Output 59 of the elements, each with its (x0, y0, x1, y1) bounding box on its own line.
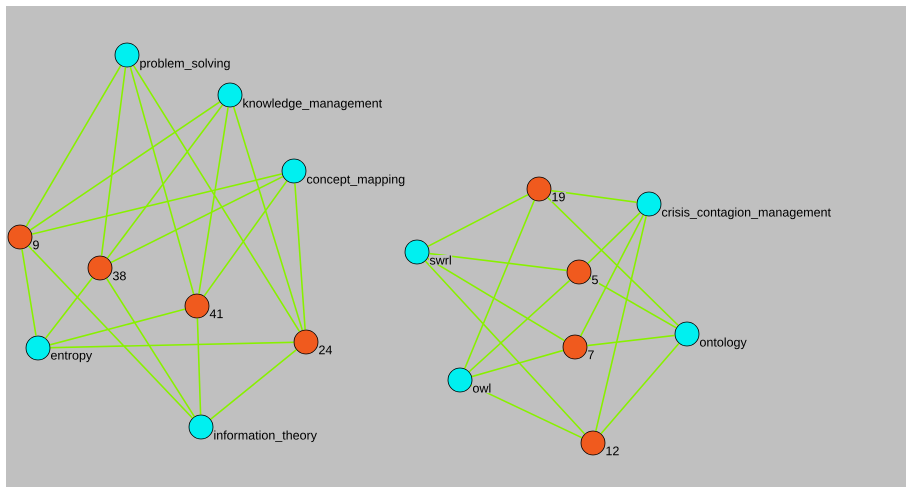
connector-line (587, 212, 641, 264)
graph-node (566, 260, 592, 284)
connector-line (28, 245, 194, 419)
connector-line (30, 101, 220, 231)
graph-node (218, 82, 242, 108)
connector-line (132, 65, 300, 332)
graph-node (282, 158, 306, 184)
node-label: concept_mapping (306, 174, 406, 187)
connector-line (204, 180, 288, 296)
graph-node (184, 294, 210, 318)
connector-line (44, 277, 94, 339)
connector-line (32, 173, 282, 235)
node-label: information_theory (212, 430, 318, 443)
connector-line (580, 214, 644, 336)
graph-node (294, 330, 318, 354)
connector-line (464, 200, 535, 369)
connector-line (595, 216, 647, 432)
graph-node (674, 322, 700, 346)
graph-node (188, 414, 214, 440)
connector-line (100, 67, 126, 256)
connector-line (106, 104, 224, 259)
connector-line (468, 280, 570, 372)
connector-line (21, 249, 37, 336)
connector-line (428, 194, 528, 248)
connector-line (547, 197, 679, 326)
graph-node (562, 334, 588, 360)
connector-line (294, 183, 306, 330)
node-label: problem_solving (138, 58, 231, 71)
connector-line (587, 334, 675, 346)
connector-line (50, 308, 186, 346)
node-label: ontology (698, 336, 748, 350)
connector-line (196, 318, 202, 415)
graph-node (114, 42, 140, 68)
connector-line (210, 349, 297, 420)
graph-node (580, 430, 606, 456)
node-label: knowledge_management (242, 98, 383, 111)
node-label: crisis_contagion_management (660, 206, 832, 220)
connector-line (50, 341, 294, 349)
connector-line (589, 277, 677, 329)
connector-line (427, 258, 565, 342)
graph-node (636, 192, 662, 216)
connector-line (106, 278, 196, 417)
connector-line (424, 260, 586, 434)
graph-node (404, 240, 430, 264)
connector-line (429, 252, 567, 272)
connector-line (130, 66, 194, 294)
graph-node (88, 256, 112, 280)
connector-line (26, 65, 122, 227)
connector-line (198, 107, 229, 294)
connector-line (110, 176, 284, 264)
graph-node (448, 368, 472, 392)
connector-line (470, 384, 582, 438)
connector-line (472, 350, 564, 378)
graph-node (26, 336, 50, 360)
graph-node (8, 224, 32, 250)
connector-line (232, 106, 304, 330)
connector-line (600, 342, 680, 434)
connector-line (551, 190, 637, 204)
graph-node (526, 176, 552, 202)
